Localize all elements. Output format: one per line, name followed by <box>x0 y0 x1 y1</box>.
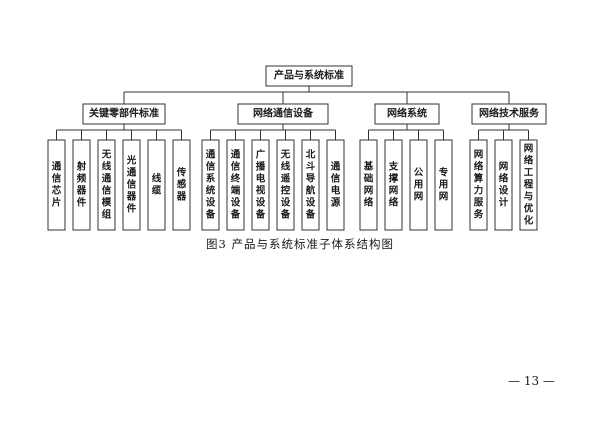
leaf-box <box>469 139 488 231</box>
leaf-box <box>201 139 220 231</box>
leaf-label: 网络工程与优化 <box>524 144 534 227</box>
leaf-label: 射频器件 <box>76 161 87 209</box>
page-number: — 13 — <box>508 374 555 388</box>
category-label: 网络通信设备 <box>253 107 314 120</box>
leaf-label: 广播电视设备 <box>255 149 266 221</box>
category-label: 网络技术服务 <box>479 107 540 120</box>
leaf-box <box>409 139 428 231</box>
leaf-box <box>122 139 141 231</box>
leaf-box <box>172 139 191 231</box>
leaf-label: 线缆 <box>152 173 162 197</box>
leaf-box <box>147 139 166 231</box>
leaf-label: 通信系统设备 <box>205 150 216 221</box>
leaf-label: 基础网络 <box>363 161 374 209</box>
leaf-label: 通信芯片 <box>52 162 62 209</box>
leaf-label: 网络算力服务 <box>474 150 484 221</box>
leaf-box <box>251 139 270 231</box>
leaf-box <box>494 139 513 231</box>
leaf-label: 北斗导航设备 <box>305 149 316 221</box>
leaf-box <box>97 139 116 231</box>
leaf-box <box>47 139 66 231</box>
category-label: 网络系统 <box>387 107 427 120</box>
leaf-label: 网络设计 <box>499 162 509 209</box>
figure-caption: 图3 产品与系统标准子体系结构图 <box>206 237 394 251</box>
leaf-label: 无线遥控设备 <box>280 150 291 221</box>
leaf-label: 支撑网络 <box>388 161 399 209</box>
leaf-label: 通信电源 <box>331 162 341 209</box>
leaf-box <box>72 139 91 231</box>
leaf-box <box>384 139 403 231</box>
leaf-box <box>326 139 345 231</box>
leaf-box <box>519 139 538 231</box>
leaf-box <box>434 139 453 231</box>
root-label: 产品与系统标准 <box>274 69 344 82</box>
leaf-label: 光通信器件 <box>126 155 137 215</box>
leaf-box <box>226 139 245 231</box>
leaf-box <box>276 139 295 231</box>
leaf-label: 无线通信模组 <box>101 150 112 221</box>
leaf-label: 公用网 <box>413 168 424 203</box>
leaf-box <box>359 139 378 231</box>
leaf-label: 通信终端设备 <box>230 150 241 221</box>
category-label: 关键零部件标准 <box>89 107 159 120</box>
leaf-box <box>301 139 320 231</box>
leaf-label: 专用网 <box>438 167 449 203</box>
leaf-label: 传感器 <box>176 167 187 203</box>
